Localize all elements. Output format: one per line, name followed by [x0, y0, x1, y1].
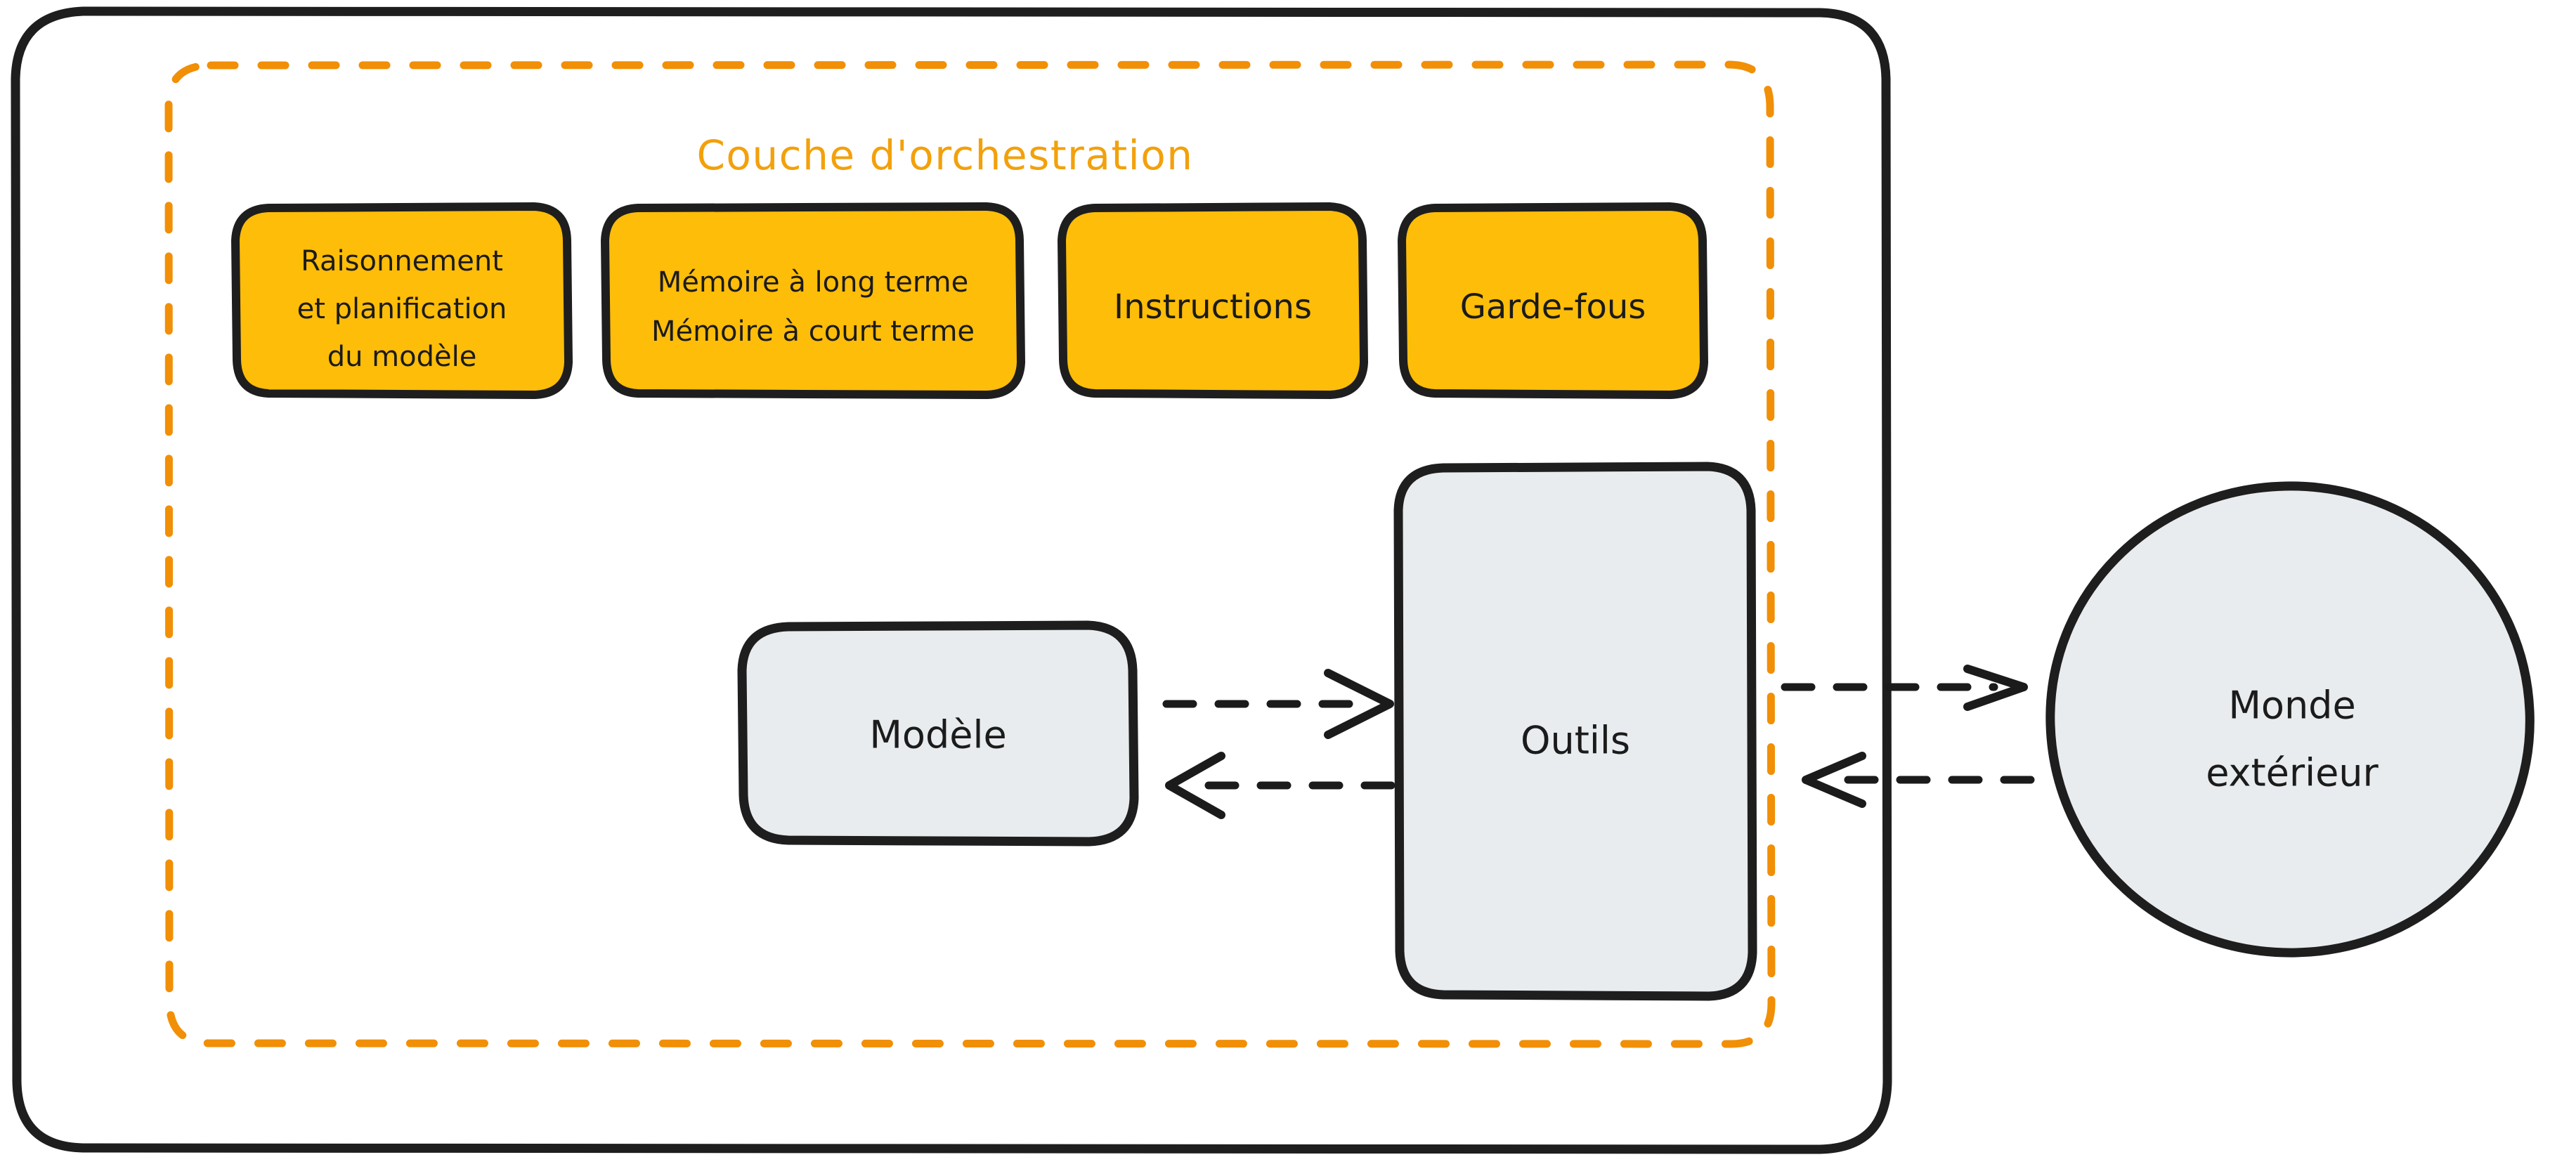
node-tools-label: Outils — [1521, 719, 1630, 763]
chip-instructions[interactable] — [1058, 202, 1368, 399]
arrow-world-to-tools — [1802, 752, 2035, 808]
chip-raisonnement-line-3: du modèle — [327, 341, 477, 373]
arrow-tools-to-world — [1781, 665, 2028, 711]
chip-memoire[interactable] — [601, 202, 1025, 399]
chip-garde-fous[interactable] — [1398, 202, 1708, 399]
chip-memoire-line-2: Mémoire à court terme — [651, 315, 975, 348]
arrow-model-to-tools — [1162, 669, 1394, 739]
chip-garde-fous-label: Garde-fous — [1460, 287, 1646, 327]
chip-instructions-label: Instructions — [1114, 287, 1312, 327]
orchestration-layer-boundary — [164, 60, 1776, 1048]
node-model[interactable] — [737, 620, 1139, 847]
orchestration-layer-title: Couche d'orchestration — [696, 131, 1193, 179]
chip-raisonnement-line-2: et planification — [297, 293, 507, 325]
arrow-tools-to-model — [1165, 752, 1396, 819]
node-model-label: Modèle — [869, 713, 1006, 757]
node-external-world[interactable] — [2045, 481, 2535, 958]
node-external-world-line-2: extérieur — [2206, 751, 2379, 795]
node-tools[interactable] — [1393, 462, 1757, 1001]
chip-raisonnement-planification[interactable] — [231, 202, 573, 399]
node-external-world-line-1: Monde — [2228, 684, 2355, 728]
chip-raisonnement-line-1: Raisonnement — [301, 245, 503, 277]
chip-memoire-line-1: Mémoire à long terme — [658, 266, 968, 299]
